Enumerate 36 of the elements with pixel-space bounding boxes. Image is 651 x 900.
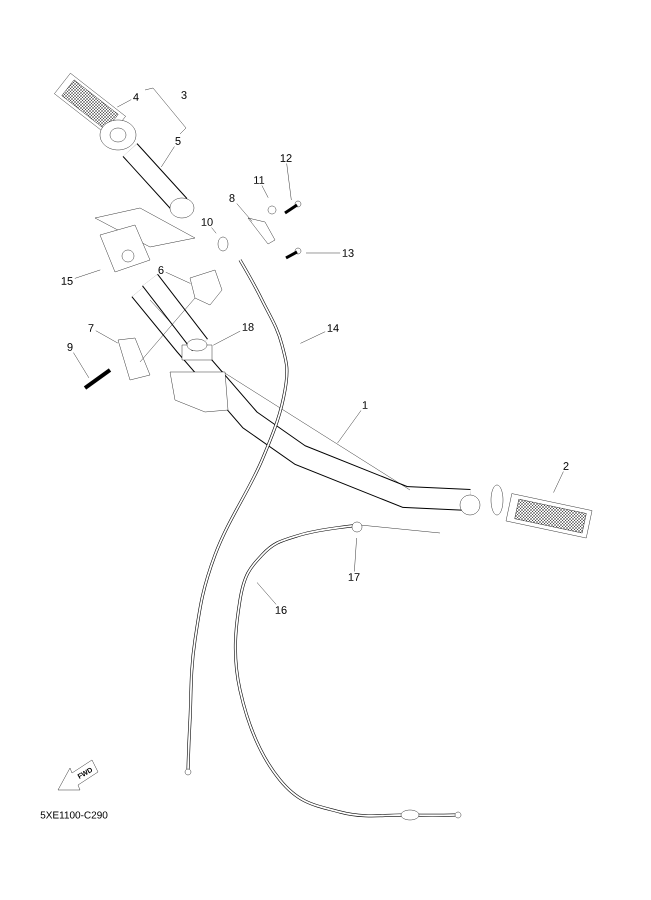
leader-line (553, 471, 564, 493)
leader-line (262, 185, 268, 198)
callout-number: 9 (67, 343, 73, 351)
leader-line (236, 203, 252, 222)
callout-number: 14 (328, 324, 339, 332)
callout-number: 8 (229, 194, 235, 202)
leader-line (166, 272, 191, 284)
callout-number: 10 (202, 218, 213, 226)
callout-number: 15 (62, 277, 73, 285)
leader-line (337, 410, 362, 444)
callout-number: 7 (88, 324, 94, 332)
leader-line (161, 146, 175, 168)
callout-number: 4 (133, 93, 139, 101)
leader-line (211, 227, 216, 234)
leader-line (74, 270, 100, 279)
leader-line (306, 252, 340, 254)
leader-line (354, 538, 357, 572)
callout-number: 6 (158, 266, 164, 274)
callout-number: 12 (280, 154, 292, 162)
callout-number: 16 (276, 606, 287, 614)
leader-line (286, 163, 292, 200)
callout-number: 17 (348, 573, 360, 581)
drawing-code: 5XE1100-C290 (40, 811, 108, 819)
leader-line (117, 99, 132, 108)
callout-number: 13 (342, 249, 354, 257)
callout-number: 11 (254, 176, 264, 184)
callout-number: 18 (242, 323, 254, 331)
leader-line (213, 330, 240, 346)
leader-line (256, 582, 276, 605)
callout-number: 5 (175, 137, 181, 145)
callout-number: 2 (564, 462, 569, 470)
leader-line (300, 332, 326, 344)
leader-line (96, 330, 118, 344)
callout-number: 3 (181, 91, 187, 99)
callout-number: 1 (362, 401, 368, 409)
leader-line (73, 352, 90, 378)
